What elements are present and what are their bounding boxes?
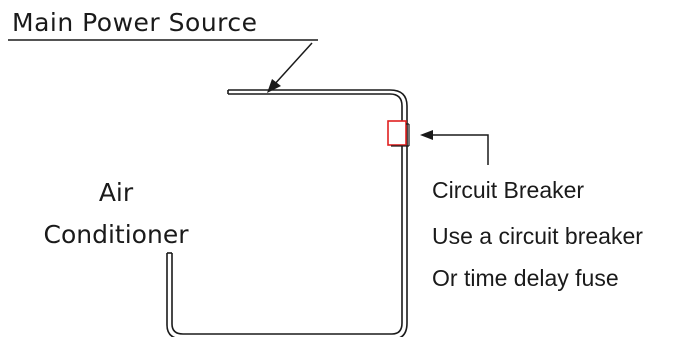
air-conditioner-label-line-2: Conditioner xyxy=(43,220,189,249)
power-cable-inner xyxy=(171,93,403,335)
breaker-note-line-3: Or time delay fuse xyxy=(432,265,619,291)
title-leader-line xyxy=(272,42,313,87)
breaker-note-line-1: Circuit Breaker xyxy=(432,177,585,203)
title-leader-arrowhead xyxy=(267,79,281,93)
breaker-leader-arrowhead xyxy=(420,130,433,140)
breaker-note-line-2: Use a circuit breaker xyxy=(432,223,643,249)
air-conditioner-label-line-1: Air xyxy=(98,178,134,207)
power-cable-outer xyxy=(166,89,408,337)
circuit-breaker-box xyxy=(387,120,407,146)
breaker-leader-line xyxy=(432,134,489,165)
main-power-source-label: Main Power Source xyxy=(12,8,258,37)
